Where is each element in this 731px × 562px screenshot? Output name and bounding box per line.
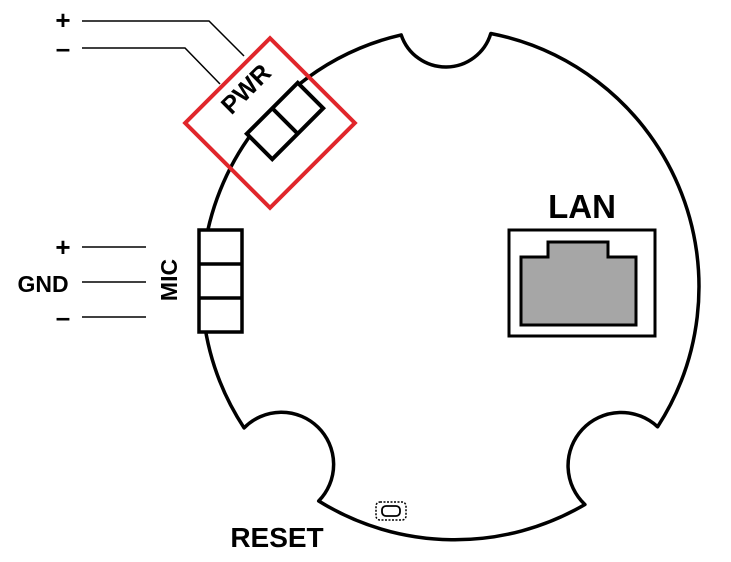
lan-port: LAN [507,188,657,338]
reset-label: RESET [230,522,323,553]
pwr-minus-wire [82,47,221,85]
pwr-terminal [243,79,327,163]
pwr-plus-wire [82,20,245,57]
pwr-minus-label: – [56,33,70,63]
pwr-plus-label: + [55,5,70,35]
lan-label: LAN [548,188,616,225]
lan-jack-socket [519,240,638,327]
mic-plus-label: + [55,232,70,262]
mic-minus-label: – [56,302,70,332]
mic-connector: MIC + GND – [17,228,244,334]
mic-label: MIC [156,259,182,301]
reset-button: RESET [230,501,407,553]
pwr-highlight-box [182,35,358,211]
mic-terminal [197,228,244,334]
mic-gnd-label: GND [17,271,68,297]
reset-button-inner [381,505,401,517]
